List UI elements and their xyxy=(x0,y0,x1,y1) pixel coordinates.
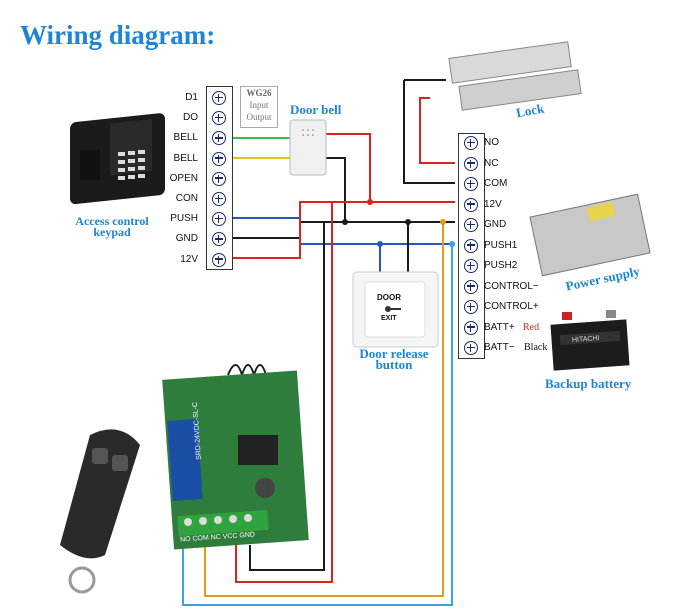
right-terminal-screw xyxy=(464,177,478,191)
junction-dot xyxy=(405,219,411,225)
wire-gnd-black xyxy=(222,221,455,239)
wire-lock-black xyxy=(403,80,455,184)
right-terminal-screw xyxy=(464,320,478,335)
right-terminal-screw xyxy=(464,136,478,150)
right-terminal-label: CONTROL+ xyxy=(484,301,539,312)
door-release-device xyxy=(352,271,439,348)
wg26-box: WG26 Input Output xyxy=(240,86,278,128)
left-terminal-screw xyxy=(212,232,226,247)
right-terminal-screw xyxy=(464,156,478,171)
right-terminal-label: NO xyxy=(484,137,499,148)
left-terminal-label: PUSH xyxy=(170,213,198,225)
right-terminal-screw xyxy=(464,259,478,273)
junction-dot xyxy=(440,219,446,225)
left-terminal-label: GND xyxy=(175,233,198,245)
caption-door-release-button: Door release button xyxy=(359,346,429,372)
left-terminal-screw xyxy=(212,171,226,186)
left-terminal-screw xyxy=(212,212,226,227)
caption-door-bell: Door bell xyxy=(290,102,342,117)
batt-plus-color: Red xyxy=(523,322,540,333)
right-terminal-screw xyxy=(464,300,478,314)
right-terminal-screw xyxy=(464,197,478,212)
backup-battery-device xyxy=(550,310,630,371)
right-terminal-screw xyxy=(464,238,478,253)
caption-access-control-keypad: Access control keypad xyxy=(75,214,149,239)
right-terminal-label: PUSH1 xyxy=(484,239,518,251)
left-terminal-screw xyxy=(212,192,226,206)
left-terminal-label: BELL xyxy=(173,132,198,144)
left-terminal-screw xyxy=(212,252,226,267)
right-terminal-screw xyxy=(464,279,478,294)
left-terminal-screw xyxy=(212,111,226,126)
right-terminal-label: NC xyxy=(484,157,499,169)
right-terminal-screw xyxy=(464,218,478,232)
wire-12v-red xyxy=(222,201,455,259)
wire-rx-black xyxy=(249,222,325,571)
batt-minus-color: Black xyxy=(524,342,548,353)
left-terminal-label: DO xyxy=(183,112,198,124)
receiver-board xyxy=(162,364,309,550)
right-terminal-label: 12V xyxy=(484,198,502,210)
magnetic-lock-device xyxy=(448,41,582,111)
caption-backup-battery: Backup battery xyxy=(545,376,632,391)
wire-rx-red xyxy=(235,202,333,583)
wg26-input: Input xyxy=(249,100,269,110)
left-terminal-screw xyxy=(212,151,226,166)
wg26-label: WG26 xyxy=(246,88,272,98)
junction-dot xyxy=(377,241,383,247)
wire-rx-orange xyxy=(204,222,444,597)
right-terminal-label: BATT− xyxy=(484,342,515,353)
right-terminal-screw xyxy=(464,341,478,355)
left-terminal-screw xyxy=(212,91,226,105)
left-terminal-label: BELL xyxy=(173,152,198,164)
wire-lock-red xyxy=(419,97,455,164)
page-title: Wiring diagram: xyxy=(20,20,216,50)
left-terminal-label: OPEN xyxy=(169,172,198,184)
right-terminal-label: PUSH2 xyxy=(484,260,518,271)
right-terminal-label: GND xyxy=(484,219,507,230)
right-terminal-label: BATT+ xyxy=(484,321,515,333)
right-terminal-label: COM xyxy=(484,178,508,189)
left-terminal-label: 12V xyxy=(180,253,198,265)
wg26-output: Output xyxy=(246,112,272,122)
junction-dot xyxy=(449,241,455,247)
exit-button-top-text: DOOR xyxy=(377,293,401,302)
junction-dot xyxy=(367,199,373,205)
left-terminal-label: CON xyxy=(175,193,198,204)
remote-keyfob xyxy=(60,429,140,594)
access-keypad-device xyxy=(70,113,165,205)
door-bell-device xyxy=(289,119,327,176)
left-terminal-label: D1 xyxy=(185,92,198,103)
left-terminal-screw xyxy=(212,131,226,146)
right-terminal-label: CONTROL− xyxy=(484,280,539,292)
power-supply-device xyxy=(529,193,651,277)
junction-dot xyxy=(342,219,348,225)
wire-rx-lightblue xyxy=(182,244,453,606)
wire-bell-red xyxy=(306,133,371,200)
wire-bell-black xyxy=(326,157,346,222)
exit-button-bottom-text: EXIT xyxy=(381,315,397,322)
